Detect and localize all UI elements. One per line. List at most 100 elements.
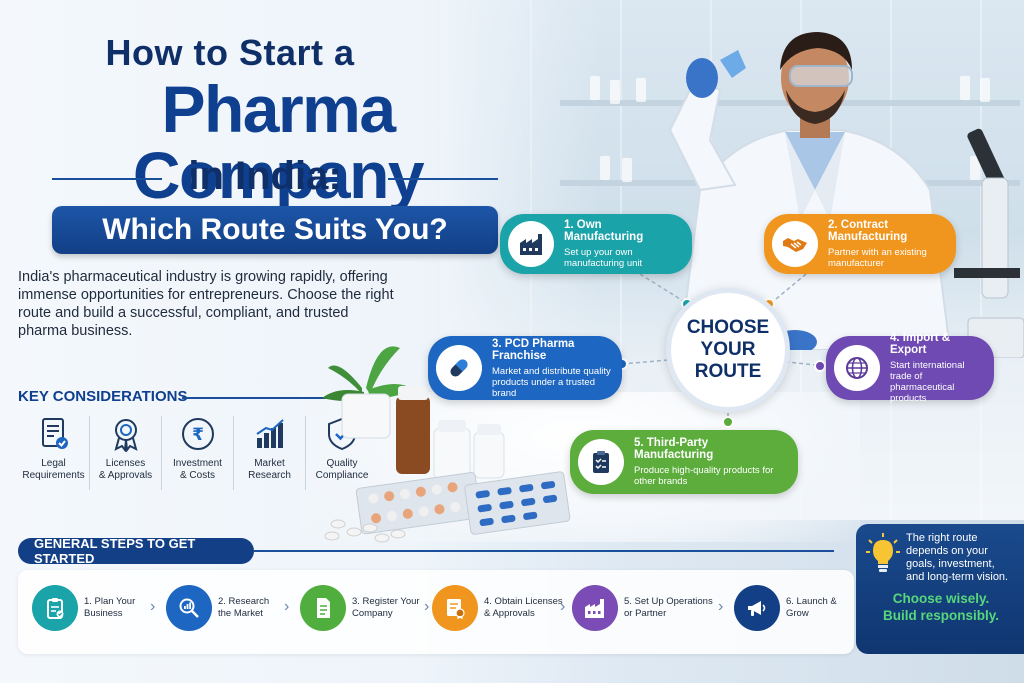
step-label: 3. Register Your Company xyxy=(352,596,420,619)
step-icon-wrap xyxy=(32,585,78,631)
advice-text: The right route depends on your goals, i… xyxy=(906,532,1009,583)
step-obtain-licenses: 4. Obtain Licenses & Approvals xyxy=(432,583,563,633)
step-label: 6. Launch & Grow xyxy=(786,596,837,619)
title-divider-left xyxy=(52,178,162,180)
plan-clipboard-icon xyxy=(47,598,64,619)
route-icon-wrap xyxy=(578,439,624,485)
key-considerations-heading: KEY CONSIDERATIONS xyxy=(18,388,188,405)
step-icon-wrap xyxy=(572,585,618,631)
consideration-label: Quality Compliance xyxy=(315,458,369,481)
handshake-icon xyxy=(783,238,807,252)
factory-icon xyxy=(585,599,604,618)
route-pcd-pharma-franchise[interactable]: 3. PCD Pharma Franchise Market and distr… xyxy=(428,336,622,400)
megaphone-icon xyxy=(748,601,766,616)
capsule-icon xyxy=(450,359,468,377)
magnifier-chart-icon xyxy=(179,598,199,618)
title-line-1: How to Start a xyxy=(105,32,355,73)
step-icon-wrap xyxy=(166,585,212,631)
steps-heading: GENERAL STEPS TO GET STARTED xyxy=(18,536,254,566)
route-title: 2. Contract Manufacturing xyxy=(828,219,908,243)
route-import-export[interactable]: 4. Import & Export Start international t… xyxy=(826,332,994,404)
chevron-right-icon: › xyxy=(284,598,290,615)
chevron-right-icon: › xyxy=(150,598,156,615)
step-icon-wrap xyxy=(432,585,478,631)
route-description: Set up your own manufacturing unit xyxy=(564,247,643,269)
clipboard-icon xyxy=(593,451,609,473)
chevron-right-icon: › xyxy=(560,598,566,615)
consideration-label: Legal Requirements xyxy=(22,458,85,481)
route-title: 3. PCD Pharma Franchise xyxy=(492,337,575,362)
step-register-company: 3. Register Your Company xyxy=(300,583,420,633)
advice-panel: The right route depends on your goals, i… xyxy=(856,524,1024,654)
chevron-right-icon: › xyxy=(718,598,724,615)
route-icon-wrap xyxy=(772,221,818,267)
title-line-2: Pharma Company xyxy=(132,72,425,212)
step-label: 5. Set Up Operations or Partner xyxy=(624,596,713,619)
choose-your-route-hub: CHOOSE YOUR ROUTE xyxy=(666,288,790,412)
step-icon-wrap xyxy=(734,585,780,631)
lab-bottle xyxy=(590,76,600,100)
route-icon-wrap xyxy=(834,345,880,391)
connector-dot xyxy=(722,416,734,428)
step-set-up-operations: 5. Set Up Operations or Partner xyxy=(572,583,713,633)
route-icon-wrap xyxy=(508,221,554,267)
bar-chart-icon xyxy=(255,419,284,448)
route-own-manufacturing[interactable]: 1. Own Manufacturing Set up your own man… xyxy=(500,214,692,274)
step-label: 1. Plan Your Business xyxy=(84,596,136,619)
route-description: Partner with an existing manufacturer xyxy=(828,247,927,269)
lab-bottle xyxy=(600,156,610,180)
lab-bottle xyxy=(636,78,646,102)
subtitle-banner: Which Route Suits You? xyxy=(52,206,498,254)
route-description: Market and distribute quality products u… xyxy=(492,365,611,399)
route-title: 1. Own Manufacturing xyxy=(564,219,644,243)
consideration-legal: Legal Requirements xyxy=(18,416,90,490)
step-label: 2. Research the Market xyxy=(218,596,270,619)
hub-line: ROUTE xyxy=(694,361,762,382)
hub-line: YOUR xyxy=(700,339,756,360)
factory-icon xyxy=(520,234,542,255)
route-icon-wrap xyxy=(436,345,482,391)
hub-line: CHOOSE xyxy=(686,317,770,338)
lightbulb-icon xyxy=(866,533,900,572)
key-considerations-list: Legal Requirements Licenses & Approvals … xyxy=(18,416,378,490)
consideration-licenses: Licenses & Approvals xyxy=(90,416,162,490)
document-icon xyxy=(317,598,330,618)
scientist-illustration xyxy=(668,32,952,350)
medicine-products-illustration xyxy=(322,346,571,543)
document-check-icon xyxy=(41,418,68,449)
consideration-label: Licenses & Approvals xyxy=(98,458,153,481)
consideration-label: Market Research xyxy=(248,458,291,481)
consideration-market: Market Research xyxy=(234,416,306,490)
lab-bottle xyxy=(970,156,980,180)
route-contract-manufacturing[interactable]: 2. Contract Manufacturing Partner with a… xyxy=(764,214,956,274)
lab-bottle xyxy=(610,80,620,104)
route-third-party-manufacturing[interactable]: 5. Third-Party Manufacturing Produce hig… xyxy=(570,430,798,494)
step-icon-wrap xyxy=(300,585,346,631)
consideration-investment: ₹ Investment & Costs xyxy=(162,416,234,490)
rupee-coin-icon: ₹ xyxy=(181,418,214,450)
chevron-right-icon: › xyxy=(424,598,430,615)
step-research-market: 2. Research the Market xyxy=(166,583,269,633)
route-description: Start international trade of pharmaceuti… xyxy=(890,360,965,404)
consideration-label: Investment & Costs xyxy=(173,458,222,481)
route-title: 5. Third-Party Manufacturing xyxy=(634,437,714,461)
globe-icon xyxy=(846,357,868,379)
title-divider-right xyxy=(388,178,498,180)
connector-dot xyxy=(814,360,826,372)
microscope-illustration xyxy=(954,128,1024,358)
step-plan-business: 1. Plan Your Business xyxy=(32,583,135,633)
key-considerations-divider xyxy=(182,397,342,399)
advice-cta-line-2: Build responsibly. xyxy=(882,608,999,623)
intro-paragraph: India's pharmaceutical industry is growi… xyxy=(18,269,394,339)
title-line-3: in India: xyxy=(188,154,342,198)
lab-bottle xyxy=(980,78,990,102)
lab-bottle xyxy=(960,76,970,100)
step-launch-grow: 6. Launch & Grow xyxy=(734,583,837,633)
advice-cta-line-1: Choose wisely. xyxy=(892,591,990,606)
steps-divider xyxy=(254,550,834,552)
route-description: Produce high-quality products for other … xyxy=(634,465,774,487)
lab-bottle xyxy=(622,158,632,182)
svg-text:₹: ₹ xyxy=(192,425,204,445)
route-title: 4. Import & Export xyxy=(890,332,951,356)
award-badge-icon xyxy=(113,419,138,452)
